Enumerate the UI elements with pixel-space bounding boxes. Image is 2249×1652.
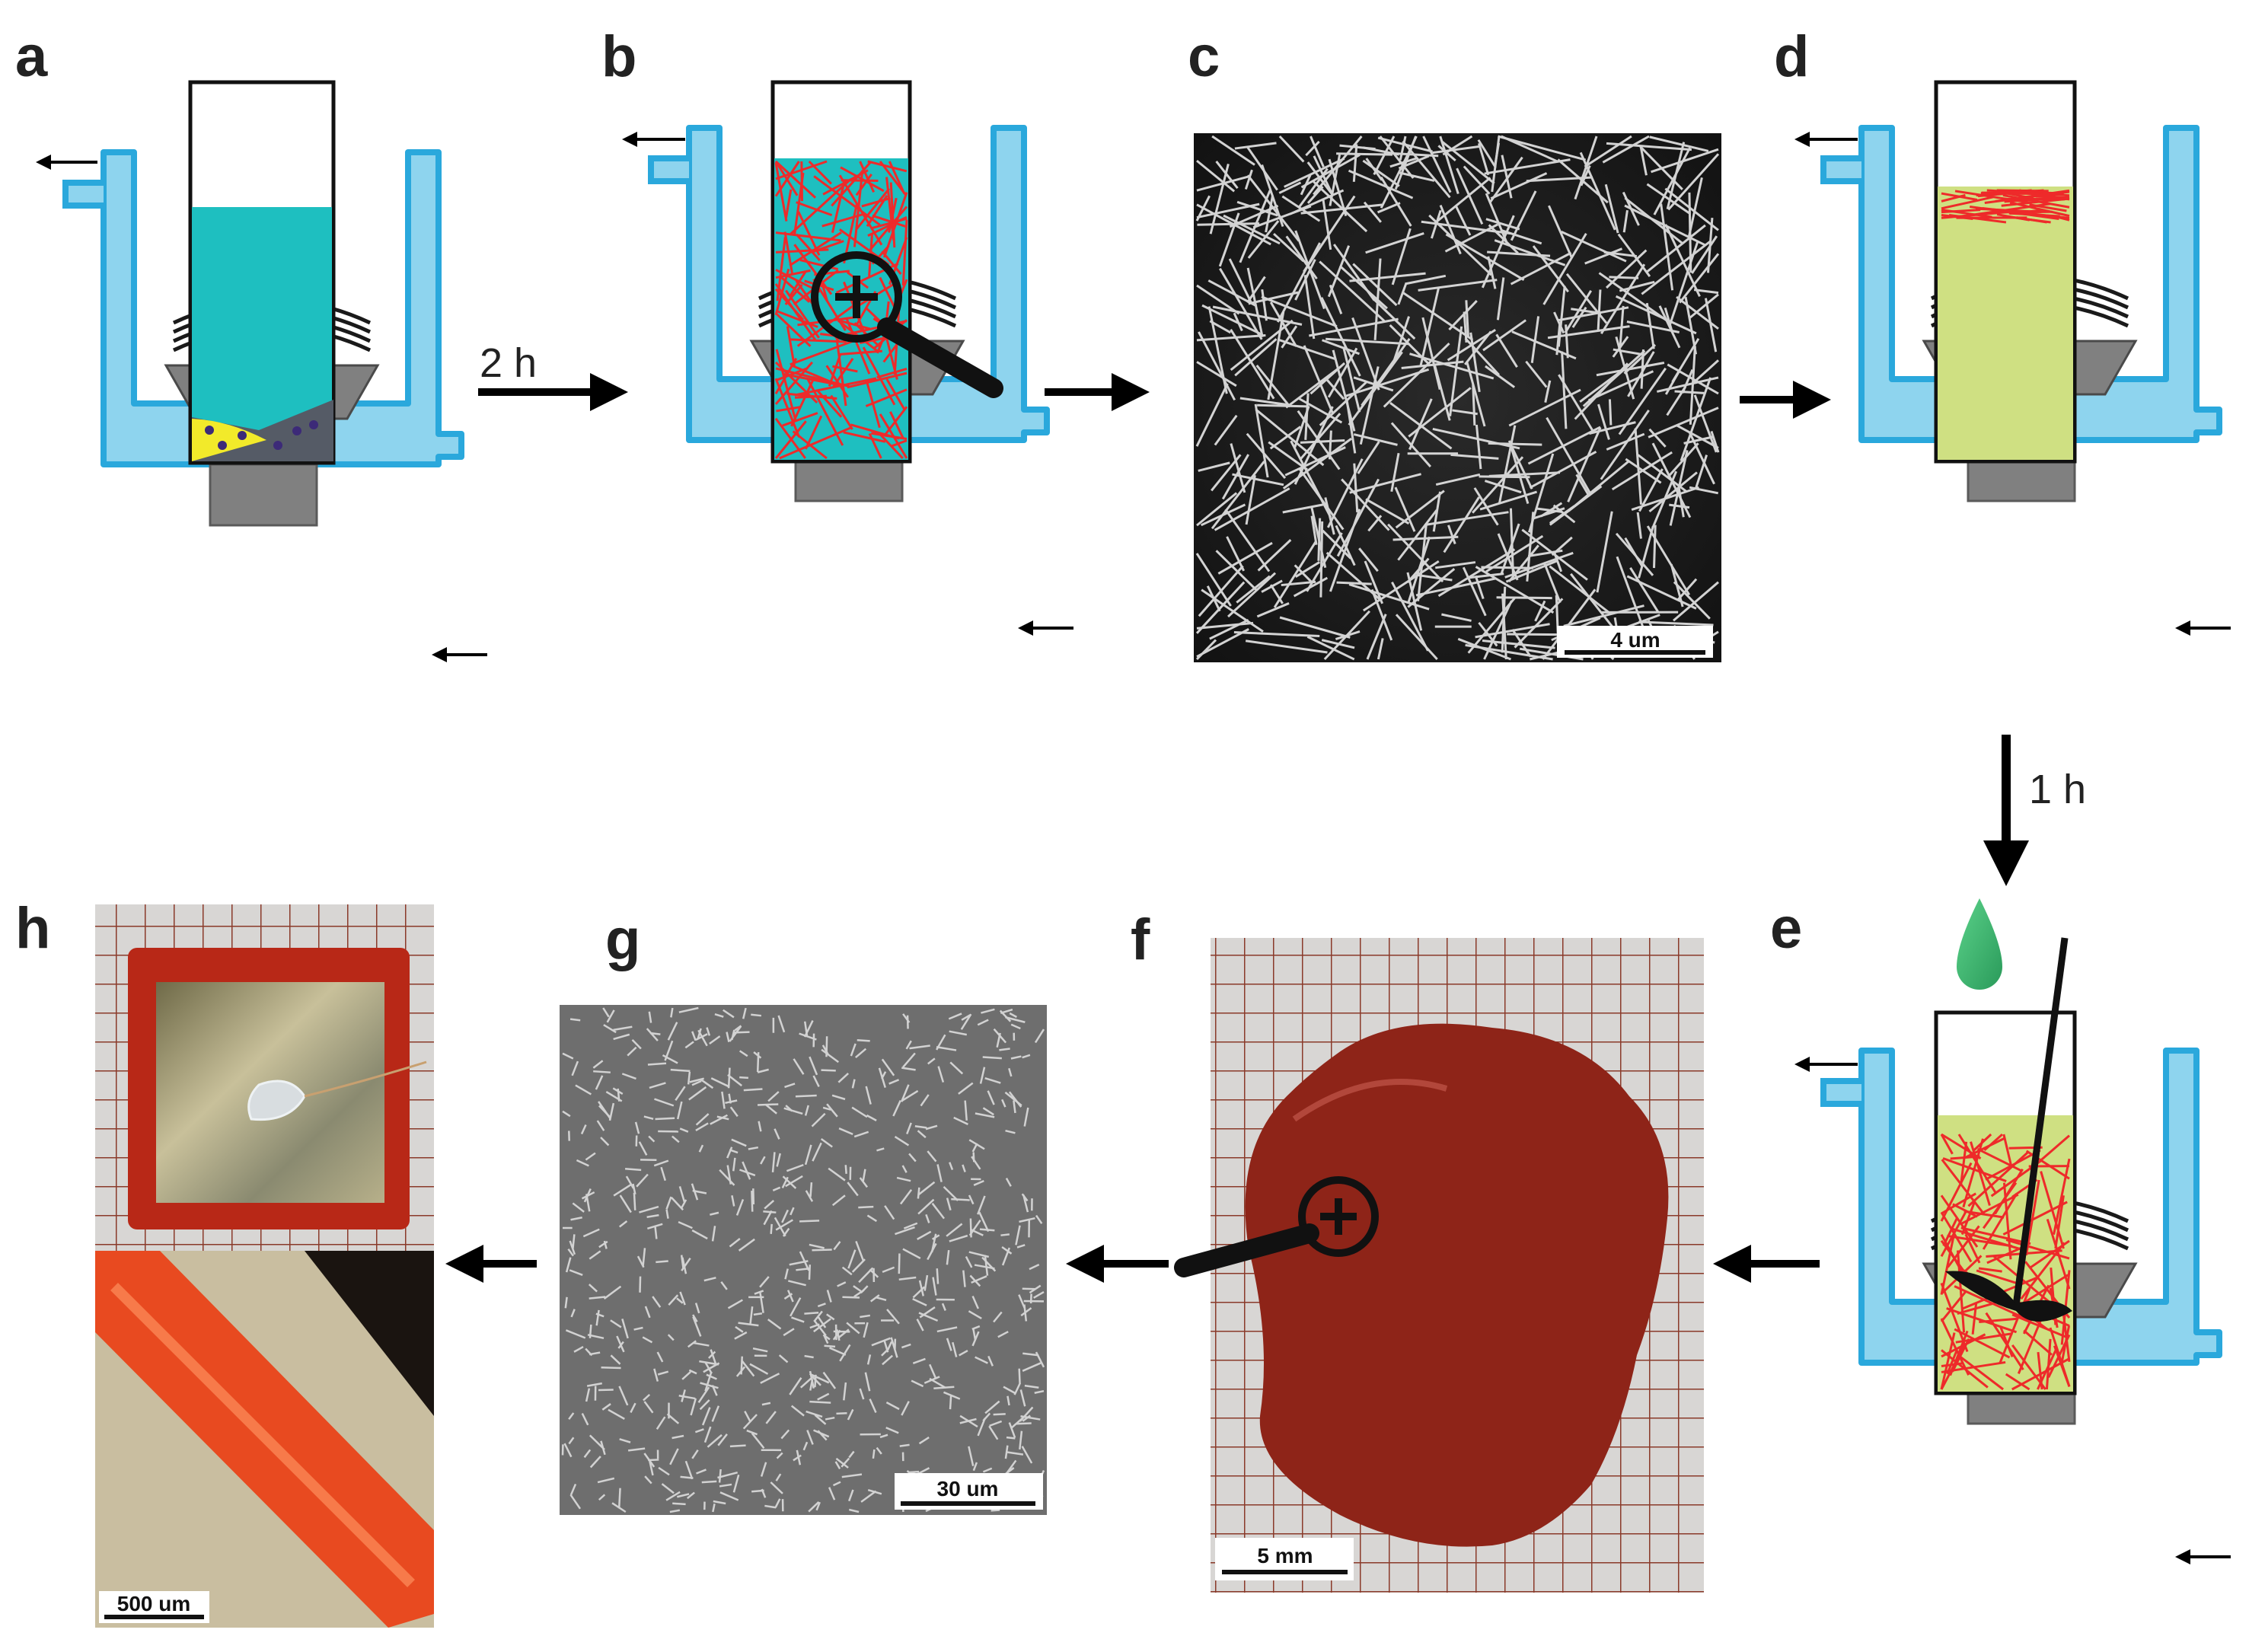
droplet-icon (1957, 898, 2002, 990)
magnifier-f (1298, 1176, 1379, 1257)
precursor-dots (205, 420, 318, 450)
time-label-1h: 1 h (2029, 767, 2086, 812)
panel-label-a: a (15, 24, 48, 89)
film-edge-highlight (110, 1283, 415, 1587)
panel-c: 4 um c (1188, 24, 1721, 662)
panel-label-d: d (1774, 24, 1809, 89)
scale-bar-label-g: 30 um (937, 1477, 999, 1501)
film-fiber-strand (304, 1060, 427, 1098)
floating-fibers-d (1941, 189, 2070, 224)
panel-label-e: e (1770, 896, 1802, 961)
panel-f: 5 mm f (1131, 907, 1704, 1593)
panel-label-g: g (605, 907, 640, 972)
micrograph-fibers-g (561, 1006, 1045, 1513)
panel-h: 500 um h (15, 896, 434, 1628)
gel-highlight (1292, 1079, 1448, 1122)
panel-label-b: b (601, 24, 636, 89)
panel-e: e (1770, 896, 2231, 1564)
stirrer-blade (1945, 1271, 2072, 1322)
magnifier-handle-b (877, 317, 1003, 398)
sem-fibers-c (1195, 135, 1720, 661)
panel-b: b (601, 24, 1073, 636)
scale-bar-label-h: 500 um (117, 1592, 191, 1615)
magnifier-plus-f (1320, 1198, 1357, 1235)
panel-label-h: h (15, 896, 50, 961)
nanofibers-e (1940, 1133, 2071, 1391)
time-label-2h: 2 h (480, 340, 537, 386)
stirrer-shaft (2012, 937, 2069, 1306)
gel-blob (1245, 1023, 1669, 1547)
film-reflection (247, 1080, 306, 1121)
edge-photo-dark (305, 1251, 434, 1416)
panel-g: 30 um g (560, 907, 1047, 1515)
solution-d (1938, 187, 2073, 460)
magnifier-handle-f (1174, 1223, 1319, 1277)
magnifier-b (811, 251, 902, 343)
magnifier-plus-b (835, 276, 878, 318)
scale-bar-label-f: 5 mm (1257, 1544, 1313, 1567)
panel-label-c: c (1188, 24, 1220, 89)
panel-label-f: f (1131, 907, 1150, 972)
panel-a: a (15, 24, 487, 662)
panel-d: d (1774, 24, 2231, 636)
scale-bar-label-c: 4 um (1610, 628, 1660, 652)
